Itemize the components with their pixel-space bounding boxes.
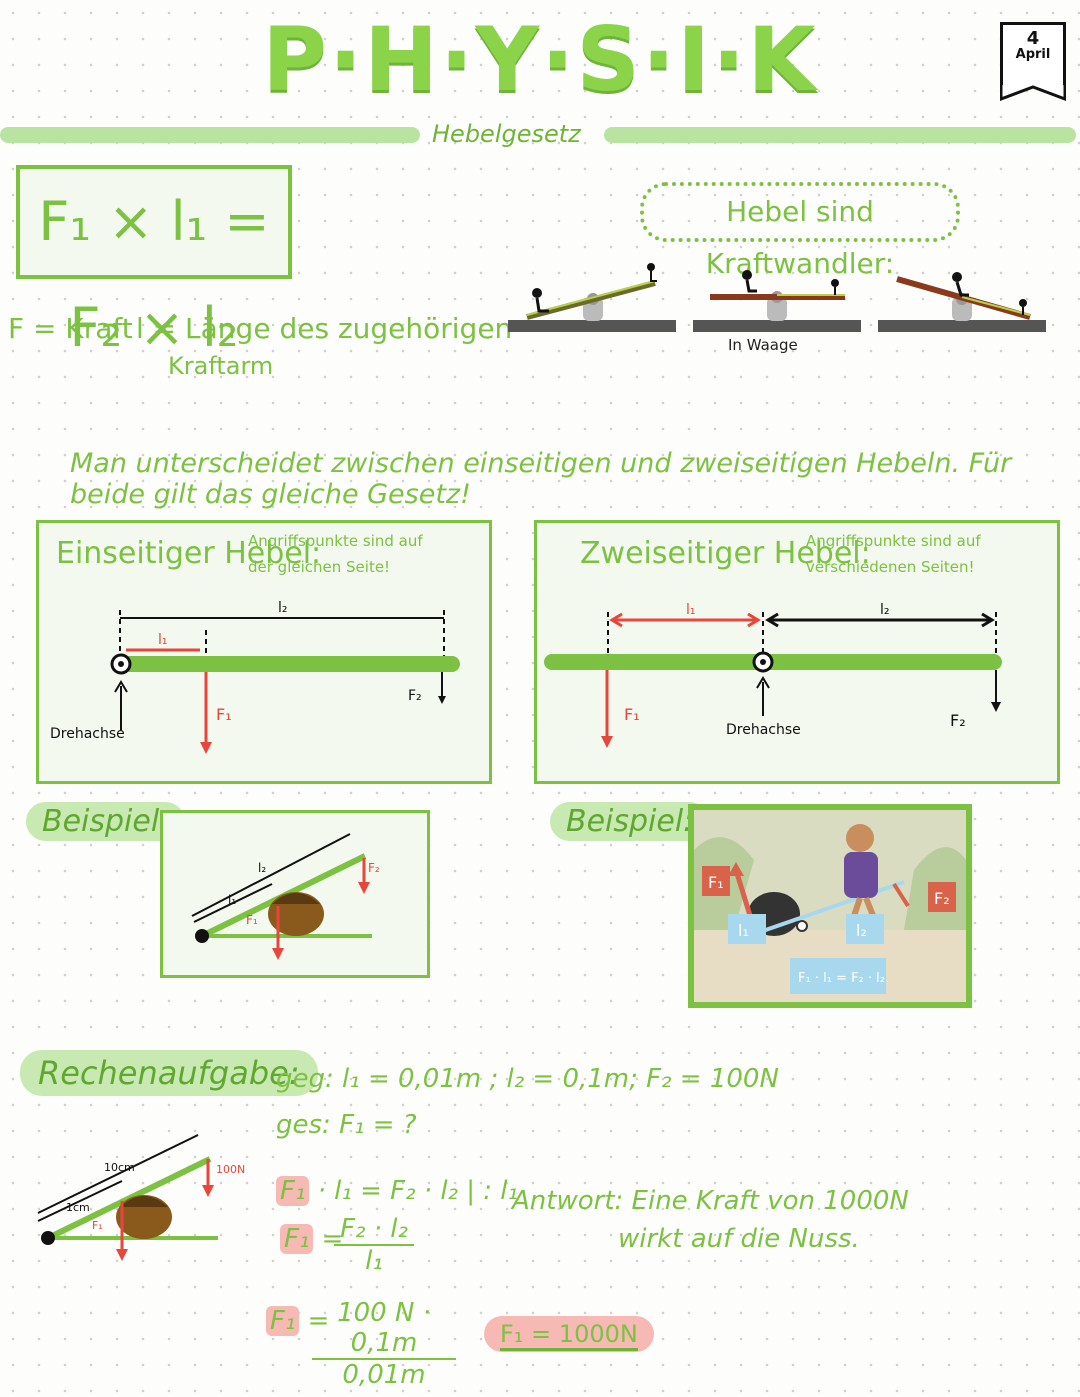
legend-length-2: Kraftarm xyxy=(168,352,274,380)
step3-denominator: 0,01m xyxy=(342,1360,426,1390)
answer-line2: wirkt auf die Nuss. xyxy=(618,1224,860,1254)
calc-f1-label: F₁ xyxy=(92,1219,103,1232)
nut-example-diagram: l₂ l₁ F₁ F₂ xyxy=(191,833,380,960)
einseitig-title: Einseitiger Hebel: xyxy=(56,536,322,571)
seesaw-left-heavy xyxy=(508,263,676,332)
formula-box: F₁ × l₁ = F₂ × l₂ xyxy=(16,165,292,359)
divider-right xyxy=(604,127,1076,143)
cartoon-illustration: F₁ F₂ l₁ l₂ F₁ · l₁ = F₂ · l₂ xyxy=(694,810,966,1002)
lever-bar xyxy=(120,656,460,672)
step3-eq: = xyxy=(307,1306,330,1336)
zweiseitig-f2-label: F₂ xyxy=(950,711,966,730)
intro-sentence: Man unterscheidet zwischen einseitigen u… xyxy=(70,448,1012,510)
zweiseitig-l1-label: l₁ xyxy=(686,602,696,618)
step3: F₁ = xyxy=(266,1306,329,1336)
nut-f2-label: F₂ xyxy=(368,861,380,875)
step2-denominator: l₁ xyxy=(365,1246,383,1276)
calc-1cm-label: 1cm xyxy=(66,1201,90,1214)
einseitig-diagram: l₂ l₁ F₁ F₂ Drehachse xyxy=(50,600,460,754)
zweiseitig-diagram: l₁ l₂ F₁ F₂ Drehachse xyxy=(544,602,1002,748)
step3-fraction: 100 N · 0,1m 0,01m xyxy=(312,1298,456,1390)
lever-stick xyxy=(753,880,905,936)
nut-example-box xyxy=(160,810,430,978)
step3-f1: F₁ xyxy=(266,1306,300,1336)
rechenaufgabe-label: Rechenaufgabe: xyxy=(20,1050,318,1096)
beispiel-label-left: Beispiel: xyxy=(26,802,186,841)
given-values: geg: l₁ = 0,01m ; l₂ = 0,1m; F₂ = 100N xyxy=(276,1064,779,1094)
zweiseitig-note-line2: verschiedenen Seiten! xyxy=(806,558,975,576)
einseitig-f1-label: F₁ xyxy=(216,705,232,724)
answer-line1: Antwort: Eine Kraft von 1000N xyxy=(512,1186,909,1216)
step2-fraction: F₂ · l₂ l₁ xyxy=(334,1214,414,1276)
zweiseitig-note-line1: Angriffspunkte sind auf xyxy=(806,532,981,550)
calc-10cm-label: 10cm xyxy=(104,1161,135,1174)
cartoon-f1-label: F₁ xyxy=(708,873,724,892)
zweiseitig-axis-label: Drehachse xyxy=(726,722,801,738)
einseitig-l2-label: l₂ xyxy=(278,600,288,616)
cartoon-l1-label: l₁ xyxy=(738,921,749,940)
einseitig-note-line1: Angriffspunkte sind auf xyxy=(248,532,423,550)
cartoon-f2-label: F₂ xyxy=(934,889,950,908)
nut-l2-label: l₂ xyxy=(258,861,266,875)
date-month: April xyxy=(1015,47,1051,62)
step2-numerator: F₂ · l₂ xyxy=(334,1214,414,1246)
result-text: F₁ = 1000N xyxy=(500,1320,638,1351)
zweiseitig-title: Zweiseitiger Hebel: xyxy=(580,536,871,571)
cartoon-formula: F₁ · l₁ = F₂ · l₂ xyxy=(798,971,885,986)
einseitig-l1-label: l₁ xyxy=(158,632,168,648)
seesaw-illustrations xyxy=(508,263,1046,332)
seesaw-balanced xyxy=(693,270,861,332)
formula-text: F₁ × l₁ = F₂ × l₂ xyxy=(38,190,270,359)
result-badge: F₁ = 1000N xyxy=(484,1316,654,1352)
cartoon-l2-label: l₂ xyxy=(856,921,867,940)
caveman-head-icon xyxy=(846,824,874,852)
calc-figure: 10cm 1cm 100N F₁ xyxy=(37,1134,245,1261)
seesaw-right-heavy xyxy=(878,272,1046,332)
step1-f1: F₁ xyxy=(276,1176,310,1206)
balance-label: In Waage xyxy=(728,336,798,354)
step2: F₁ = xyxy=(280,1224,343,1254)
step2-eq: = xyxy=(321,1224,344,1254)
zweiseitig-note: Angriffspunkte sind auf verschiedenen Se… xyxy=(806,528,981,580)
legend-length: l = Länge des zugehörigen xyxy=(136,312,513,345)
step3-numerator: 100 N · 0,1m xyxy=(312,1298,456,1360)
zweiseitig-l2-label: l₂ xyxy=(880,602,890,618)
badge-notch-icon xyxy=(1000,85,1066,101)
divider-left xyxy=(0,127,420,143)
einseitig-f2-label: F₂ xyxy=(408,688,422,704)
panel-einseitig xyxy=(36,520,492,784)
step1-rest: · l₁ = F₂ · l₂ | : l₁ xyxy=(317,1176,518,1206)
step2-f1: F₁ xyxy=(280,1224,314,1254)
step1: F₁ · l₁ = F₂ · l₂ | : l₁ xyxy=(276,1176,518,1206)
sought-value: ges: F₁ = ? xyxy=(276,1110,417,1140)
date-badge: 4 April xyxy=(1000,22,1066,101)
kraftwandler-heading: Hebel sind Kraftwandler: xyxy=(640,182,960,280)
einseitig-axis-label: Drehachse xyxy=(50,726,125,742)
nut-l1-label: l₁ xyxy=(228,893,236,907)
page-title: P·H·Y·S·I·K xyxy=(262,8,818,111)
cartoon-example: F₁ F₂ l₁ l₂ F₁ · l₁ = F₂ · l₂ xyxy=(688,804,972,1008)
nut-f1-label: F₁ xyxy=(246,913,258,927)
zweiseitig-f1-label: F₁ xyxy=(624,705,640,724)
subtitle: Hebelgesetz xyxy=(432,120,581,148)
legend-force: F = Kraft xyxy=(8,312,133,345)
beispiel-label-right: Beispiel: xyxy=(550,802,710,841)
caveman-body-icon xyxy=(844,852,878,898)
einseitig-note-line2: der gleichen Seite! xyxy=(248,558,391,576)
calc-100n-label: 100N xyxy=(216,1163,245,1176)
einseitig-note: Angriffspunkte sind auf der gleichen Sei… xyxy=(248,528,423,580)
date-day: 4 xyxy=(1026,28,1040,49)
panel-zweiseitig xyxy=(534,520,1060,784)
